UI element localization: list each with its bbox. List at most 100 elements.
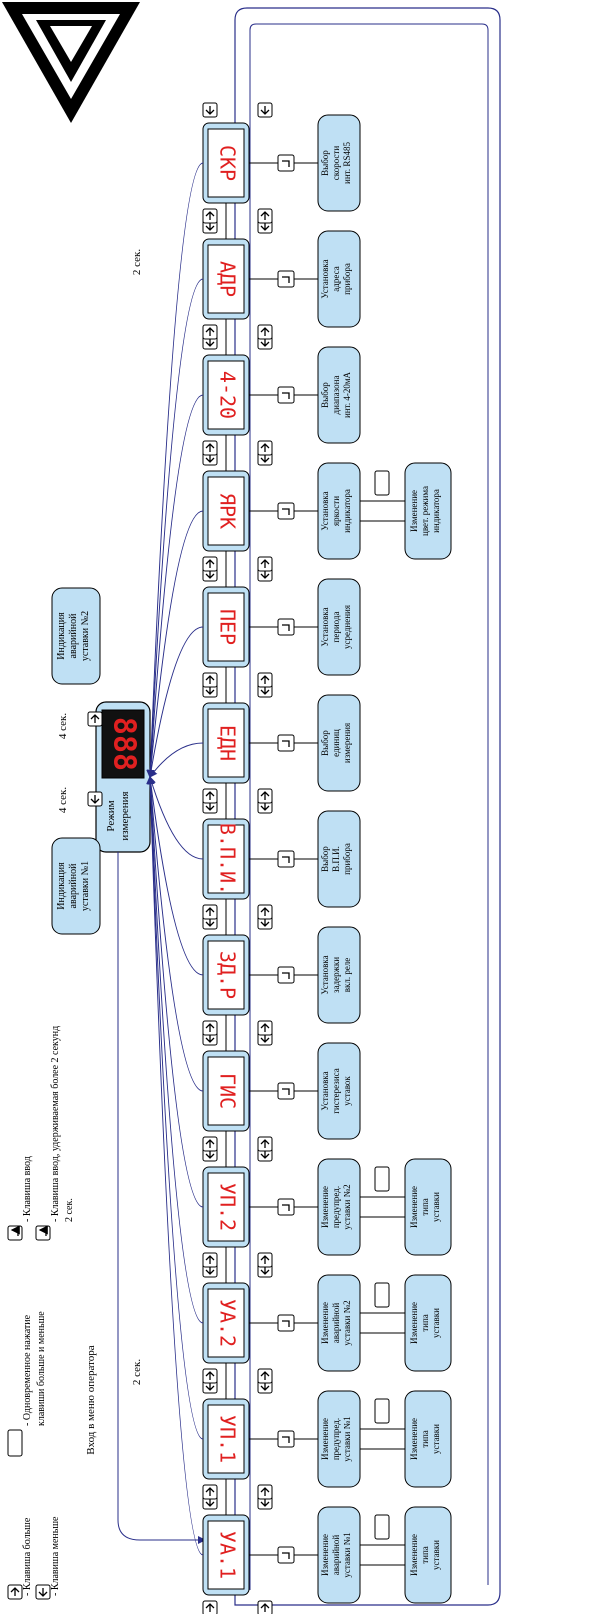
up-key-icon — [257, 672, 273, 688]
mode-desc-box — [317, 578, 361, 676]
mode-desc-box — [317, 1274, 361, 1372]
mode-desc-line: гистерезиса — [331, 1068, 341, 1114]
alarm-indication-2: Индикация аварийной уставки №2 — [51, 587, 101, 685]
mode-desc-line: В.П.И. — [331, 846, 341, 872]
mode-code: УП.2 — [216, 1183, 240, 1231]
mode-sub-box — [404, 1506, 452, 1604]
mode-desc-line: Установка — [320, 1071, 330, 1110]
svg-text:Индикация: Индикация — [56, 612, 67, 660]
up-key-icon — [202, 904, 218, 920]
mode-desc-line: адреса — [331, 266, 341, 291]
mode-desc-line: уставки №1 — [342, 1416, 352, 1461]
legend: - Клавиша больше - Клавиша меньше - Одно… — [7, 1026, 75, 1600]
return-arrow — [146, 776, 204, 1440]
return-arrow — [146, 776, 204, 976]
legend-enter: - Клавиша ввод — [22, 1156, 33, 1222]
mode-desc-box — [317, 462, 361, 560]
mode-desc-line: предупред. — [331, 1418, 341, 1460]
svg-text:клавиши больше и меньше: клавиши больше и меньше — [36, 1311, 47, 1426]
return-arrow — [146, 162, 204, 778]
mode-desc-line: Изменение — [409, 1534, 419, 1576]
mode-desc-line: типа — [420, 1546, 430, 1564]
up-key-icon — [202, 1252, 218, 1268]
svg-text:аварийной: аварийной — [68, 863, 79, 909]
mode-desc-line: инт. 4-20мА — [342, 371, 352, 418]
up-key-icon — [257, 1484, 273, 1500]
hold-4sec-right: 4 сек. — [57, 713, 69, 739]
mode-desc-box — [317, 1506, 361, 1604]
mode-desc-box — [317, 694, 361, 792]
svg-text:2 сек.: 2 сек. — [64, 1198, 75, 1222]
mode-desc-line: аварийной — [331, 1535, 341, 1576]
mode-desc-line: Изменение — [409, 490, 419, 532]
enter-key-icon — [277, 154, 295, 172]
mode-desc-line: уставки — [431, 1424, 441, 1454]
mode-code: В.П.И. — [216, 823, 240, 895]
mode-desc-line: Выбор — [320, 150, 330, 176]
enter-key-icon — [277, 850, 295, 868]
both-keys-icon — [374, 1282, 390, 1308]
return-arrow — [146, 394, 204, 778]
up-key-icon — [202, 1136, 218, 1152]
legend-up: - Клавиша больше — [22, 1517, 33, 1596]
up-key-icon — [257, 1252, 273, 1268]
mode-desc-line: уставки — [431, 1192, 441, 1222]
mode-desc-line: Установка — [320, 259, 330, 298]
mode-desc-line: единиц — [331, 729, 341, 757]
return-arrow — [149, 742, 204, 778]
mode-desc-line: прибора — [342, 263, 352, 295]
up-key-icon — [257, 324, 273, 340]
loop-frame — [234, 7, 501, 1606]
up-key-icon — [202, 1484, 218, 1500]
mode-desc-line: Изменение — [320, 1186, 330, 1228]
both-keys-icon — [374, 1514, 390, 1540]
mode-desc-line: Установка — [320, 955, 330, 994]
return-arrow — [146, 776, 204, 1092]
mode-desc-line: индикатора — [342, 489, 352, 533]
mode-desc-line: Выбор — [320, 730, 330, 756]
mode-code: ПЕР — [216, 609, 240, 645]
mode-desc-line: Установка — [320, 607, 330, 646]
return-arrow — [146, 510, 204, 778]
entry-label: Вход в меню оператора — [85, 1345, 97, 1454]
return-arrow — [146, 776, 204, 1324]
measure-label-1: Режим — [105, 800, 117, 831]
up-key-icon — [257, 1020, 273, 1036]
mode-desc-line: Изменение — [320, 1534, 330, 1576]
return-arrow — [147, 626, 204, 778]
mode-code: СКР — [216, 145, 240, 181]
mode-desc-line: уставки №1 — [342, 1532, 352, 1577]
mode-code: ЯРК — [216, 493, 240, 529]
mode-desc-line: диапазона — [331, 376, 341, 415]
return-arrow — [146, 278, 204, 778]
both-keys-icon — [374, 470, 390, 496]
mode-desc-line: аварийной — [331, 1303, 341, 1344]
entry-line — [117, 852, 206, 1544]
return-arrow — [146, 776, 204, 1556]
mode-desc-box — [317, 230, 361, 328]
mode-desc-box — [317, 1158, 361, 1256]
mode-desc-line: Изменение — [409, 1418, 419, 1460]
up-key-icon — [202, 1020, 218, 1036]
mode-desc-box — [317, 114, 361, 212]
down-key-icon — [202, 102, 218, 118]
mode-desc-line: скорости — [331, 146, 341, 181]
mode-code: АДР — [216, 261, 240, 297]
mode-desc-line: вкл. реле — [342, 958, 352, 993]
mode-code: УА.1 — [216, 1531, 240, 1579]
mode-desc-line: яркости — [331, 496, 341, 526]
mode-desc-line: усреднения — [342, 605, 352, 649]
enter-key-icon — [277, 270, 295, 288]
mode-desc-line: предупред. — [331, 1186, 341, 1228]
mode-desc-line: задержки — [331, 957, 341, 993]
up-key-icon — [202, 440, 218, 456]
mode-desc-line: уставки №2 — [342, 1184, 352, 1229]
mode-desc-box — [317, 1042, 361, 1140]
mode-code: 4-20 — [216, 371, 240, 419]
mode-desc-line: уставки — [431, 1540, 441, 1570]
mode-desc-line: Изменение — [320, 1302, 330, 1344]
up-key-icon — [257, 440, 273, 456]
